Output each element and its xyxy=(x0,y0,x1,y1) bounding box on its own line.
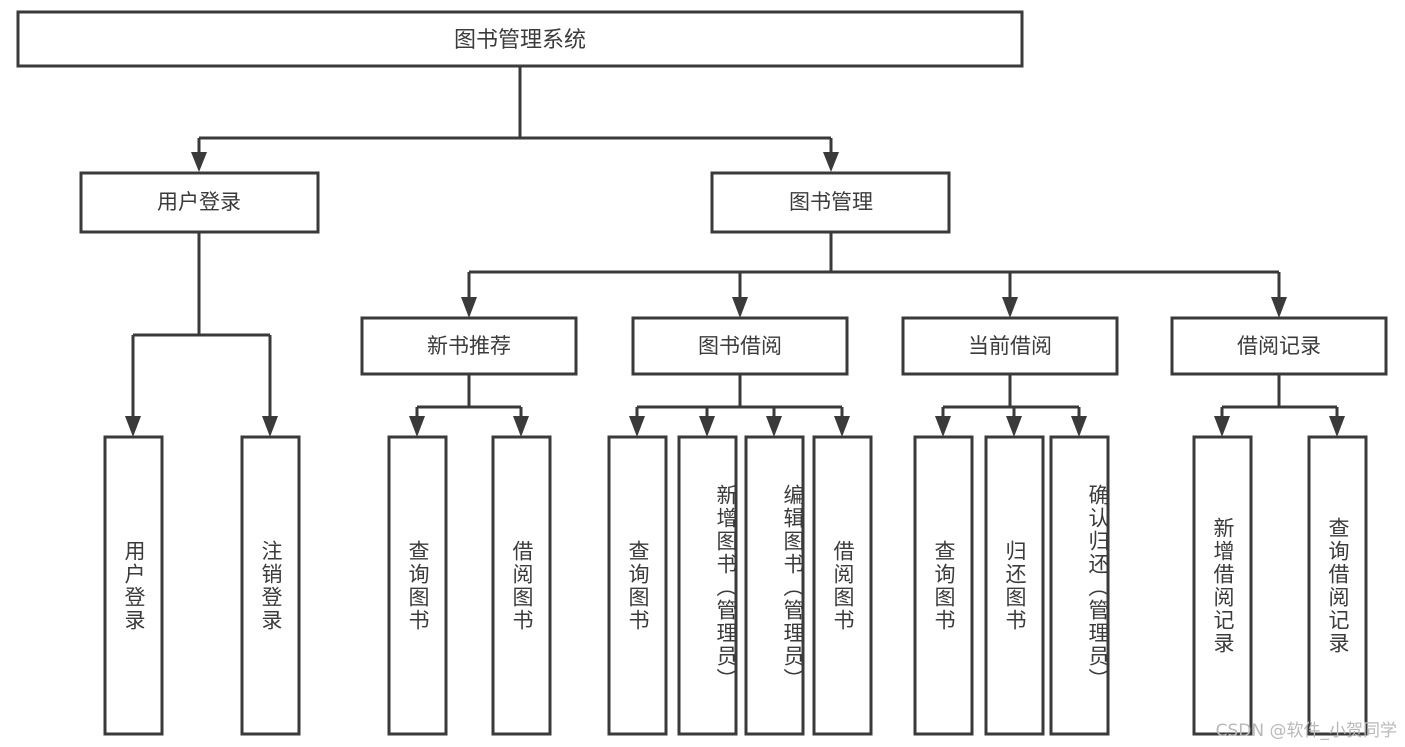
node-user-login[interactable]: 用户登录 xyxy=(79,171,320,234)
connector-record-to-leaves xyxy=(1214,375,1345,437)
leaf-book-borrow-2[interactable] xyxy=(744,435,805,736)
node-new-book-recommend[interactable]: 新书推荐 xyxy=(360,316,578,376)
csdn-watermark: CSDN @软件_小贺同学 xyxy=(1215,721,1397,741)
node-book-borrow[interactable]: 图书借阅 xyxy=(631,316,849,376)
connector-userlogin-to-leaves xyxy=(125,233,278,437)
leaf-borrow-record-1[interactable] xyxy=(1307,435,1368,736)
leaf-new-book-1[interactable] xyxy=(491,435,552,736)
leaf-borrow-record-0[interactable] xyxy=(1192,435,1253,736)
leaf-user-login-1[interactable] xyxy=(240,435,301,736)
connector-root-to-level1 xyxy=(191,66,839,172)
node-borrow-record[interactable]: 借阅记录 xyxy=(1170,316,1388,376)
leaf-current-borrow-2[interactable] xyxy=(1049,435,1110,736)
leaf-book-borrow-1[interactable] xyxy=(677,435,738,736)
node-new-book-recommend-label: 新书推荐 xyxy=(427,334,511,358)
node-current-borrow[interactable]: 当前借阅 xyxy=(901,316,1119,376)
leaf-current-borrow-1[interactable] xyxy=(984,435,1045,736)
leaf-book-borrow-0[interactable] xyxy=(607,435,668,736)
node-current-borrow-label: 当前借阅 xyxy=(968,334,1052,358)
node-book-borrow-label: 图书借阅 xyxy=(698,334,782,358)
node-user-login-label: 用户登录 xyxy=(157,190,241,214)
connector-bookmgmt-to-level2 xyxy=(461,233,1287,318)
leaf-current-borrow-0[interactable] xyxy=(913,435,974,736)
node-borrow-record-label: 借阅记录 xyxy=(1237,334,1321,358)
node-root[interactable]: 图书管理系统 xyxy=(16,10,1024,68)
connector-newbook-to-leaves xyxy=(409,375,529,437)
connector-borrow-to-leaves xyxy=(629,375,850,437)
node-book-management[interactable]: 图书管理 xyxy=(710,171,951,234)
leaf-new-book-0[interactable] xyxy=(387,435,448,736)
node-book-management-label: 图书管理 xyxy=(789,190,873,214)
connector-current-to-leaves xyxy=(935,375,1087,437)
leaf-book-borrow-3[interactable] xyxy=(812,435,873,736)
node-root-label: 图书管理系统 xyxy=(454,28,586,53)
leaf-user-login-0[interactable] xyxy=(103,435,164,736)
